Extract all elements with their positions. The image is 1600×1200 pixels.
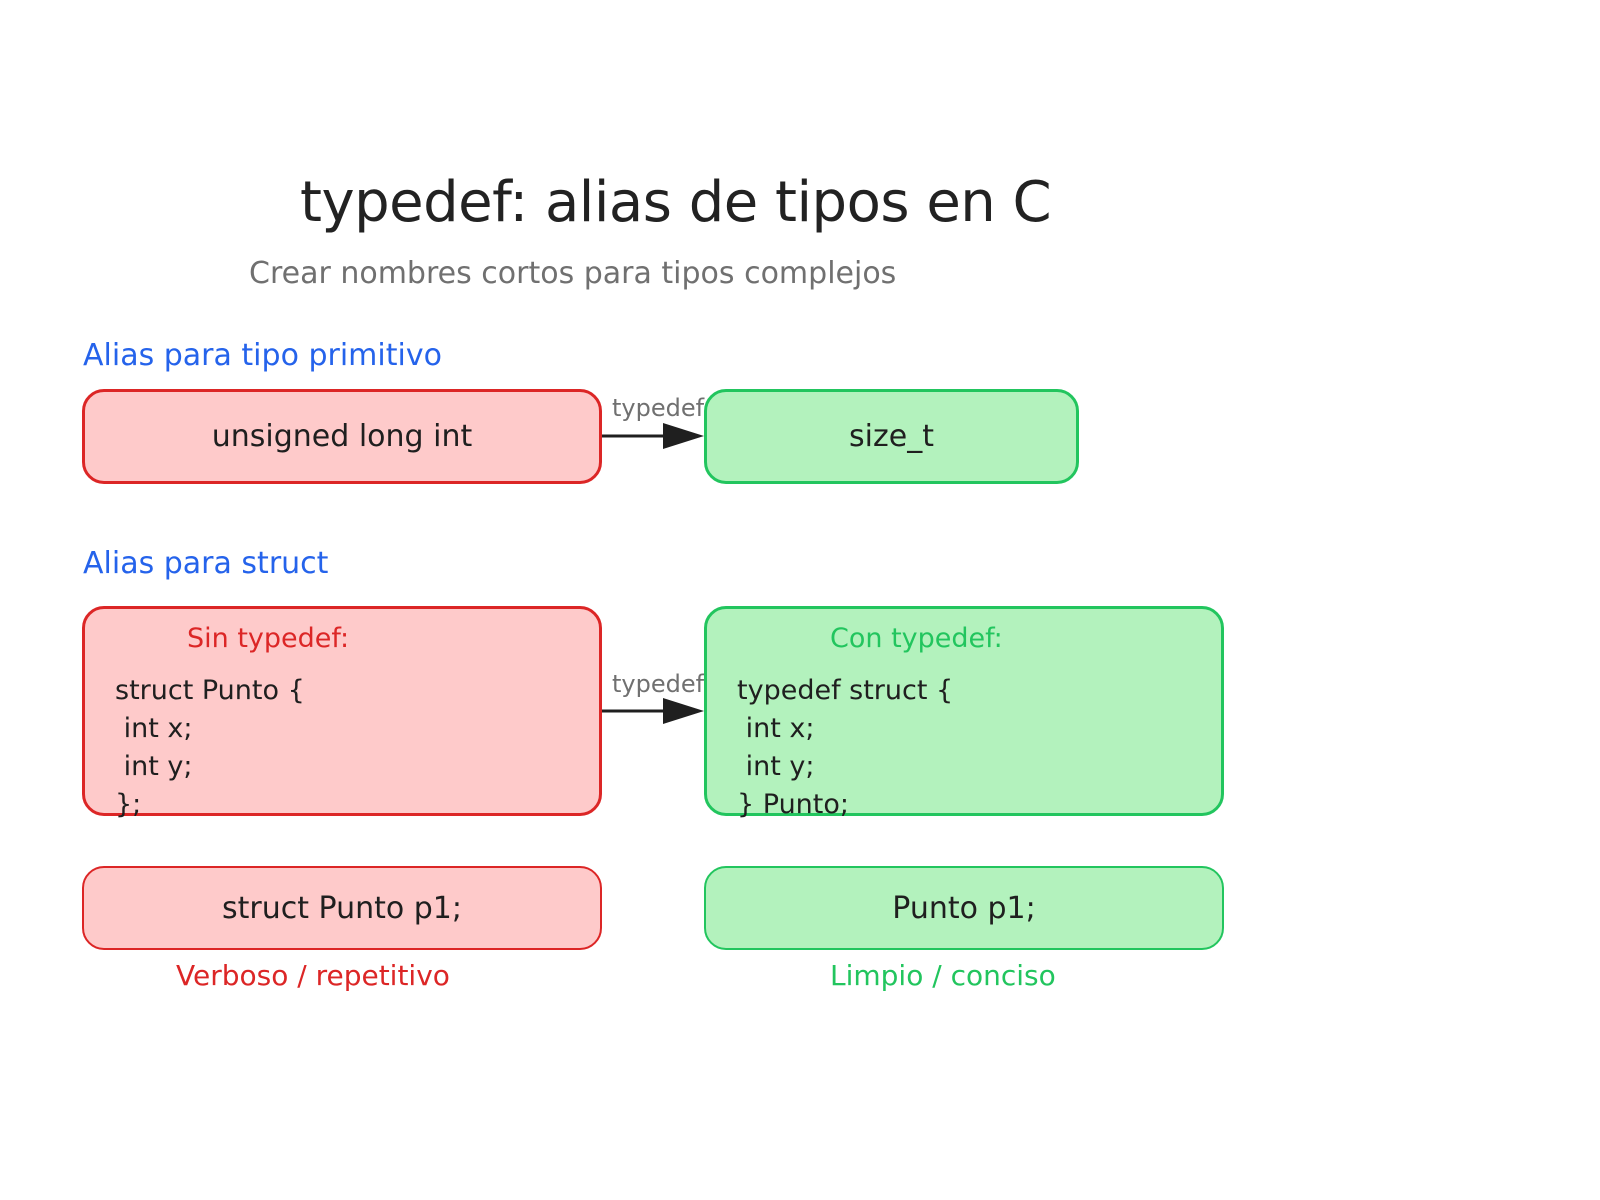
primitive-original-box: unsigned long int <box>82 389 602 484</box>
usage-with-label: Punto p1; <box>892 890 1036 926</box>
primitive-edge-label: typedef <box>612 394 705 422</box>
struct-edge-label: typedef <box>612 670 705 698</box>
struct-arrow <box>602 698 704 724</box>
usage-without-label: struct Punto p1; <box>221 890 462 926</box>
caption-concise: Limpio / conciso <box>830 959 1056 992</box>
struct-without-code: struct Punto { int x; int y; }; <box>115 675 305 820</box>
caption-verbose: Verboso / repetitivo <box>176 959 450 992</box>
primitive-original-label: unsigned long int <box>211 419 473 454</box>
struct-without-box: Sin typedef: struct Punto { int x; int y… <box>82 606 602 820</box>
section-heading-struct: Alias para struct <box>83 546 329 581</box>
usage-without-box: struct Punto p1; <box>82 866 602 950</box>
struct-with-header: Con typedef: <box>830 623 1003 654</box>
primitive-alias-label: size_t <box>849 419 934 454</box>
struct-with-code: typedef struct { int x; int y; } Punto; <box>737 675 954 820</box>
struct-with-box: Con typedef: typedef struct { int x; int… <box>704 606 1224 820</box>
primitive-arrow <box>602 423 704 449</box>
diagram-title: typedef: alias de tipos en C <box>300 170 1052 235</box>
struct-without-header: Sin typedef: <box>187 623 350 654</box>
usage-with-box: Punto p1; <box>704 866 1224 950</box>
section-heading-primitive: Alias para tipo primitivo <box>83 338 442 373</box>
primitive-alias-box: size_t <box>704 389 1079 484</box>
diagram-subtitle: Crear nombres cortos para tipos complejo… <box>249 256 897 291</box>
